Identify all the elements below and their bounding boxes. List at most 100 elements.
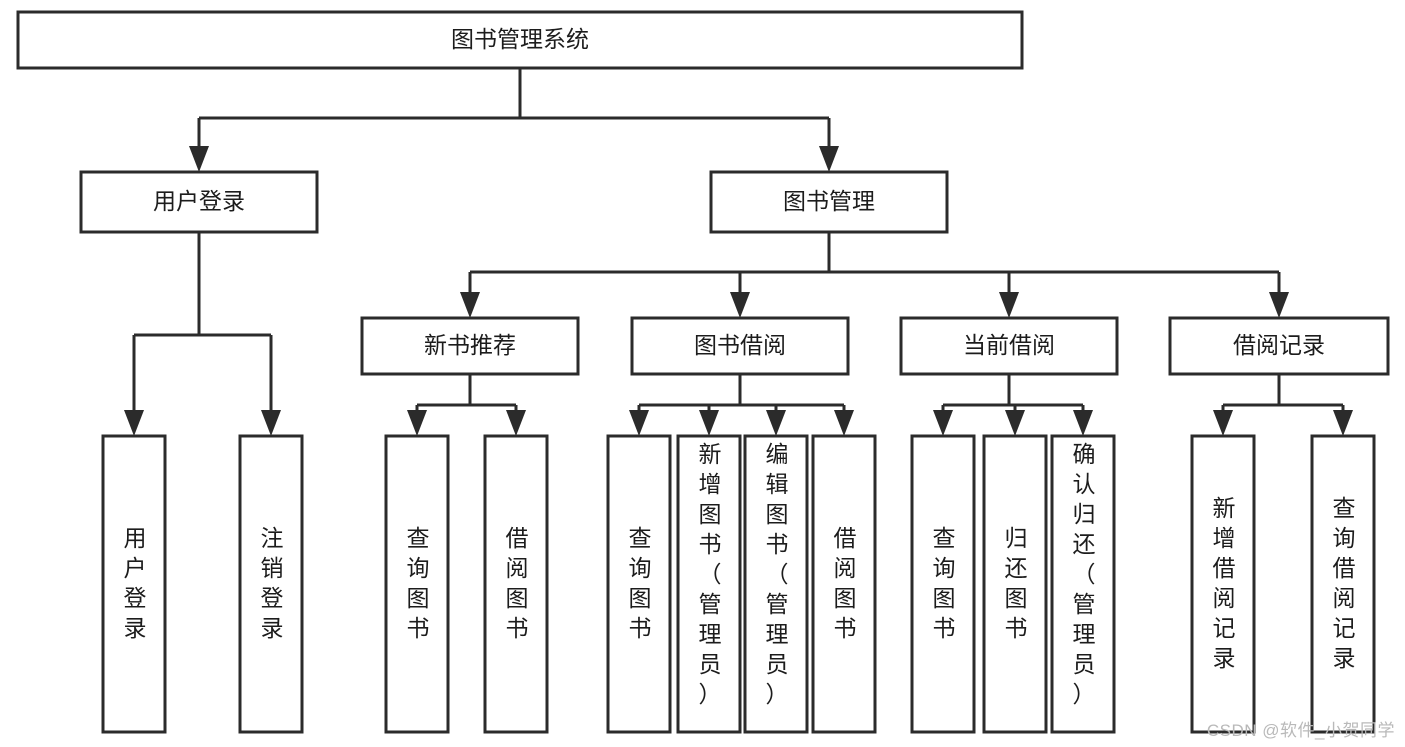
- node-label-leaf-edit-book-char-0: 编: [766, 441, 789, 467]
- book-borrow-branch-3-arrowhead: [834, 410, 854, 436]
- node-label-leaf-add-book-char-0: 新: [699, 441, 722, 467]
- node-label-root: 图书管理系统: [451, 26, 589, 52]
- node-label-leaf-confirm-return-char-8: ）: [1073, 681, 1096, 707]
- node-label-leaf-user-login-char-2: 登: [124, 585, 147, 611]
- node-label-leaf-add-borrow-record-char-4: 记: [1213, 615, 1236, 641]
- node-label-leaf-confirm-return-char-7: 员: [1073, 651, 1096, 677]
- node-box-leaf-confirm-return: [1050, 434, 1116, 734]
- current-borrow-branch-2-arrowhead: [1073, 410, 1093, 436]
- node-leaf-user-login[interactable]: 用户登录: [101, 434, 167, 734]
- node-label-leaf-query-book-current-char-2: 图: [933, 585, 956, 611]
- node-new-book-recommend[interactable]: 新书推荐: [360, 316, 580, 376]
- node-box-leaf-logout: [238, 434, 304, 734]
- node-label-leaf-query-book-current-char-3: 书: [933, 615, 956, 641]
- book-borrow-branch-0-arrowhead: [629, 410, 649, 436]
- borrow-record-branch-1-arrowhead: [1333, 410, 1353, 436]
- node-label-leaf-query-borrow-record-char-0: 查: [1333, 495, 1356, 521]
- node-label-leaf-logout-char-1: 销: [261, 555, 284, 581]
- node-label-leaf-add-borrow-record-char-3: 阅: [1213, 585, 1236, 611]
- node-label-leaf-return-book-char-3: 书: [1005, 615, 1028, 641]
- node-label-leaf-confirm-return-char-0: 确: [1073, 441, 1096, 467]
- node-label-user-login: 用户登录: [153, 188, 245, 214]
- node-current-borrow[interactable]: 当前借阅: [899, 316, 1119, 376]
- node-book-borrow[interactable]: 图书借阅: [630, 316, 850, 376]
- book-manage-branch-2-arrowhead: [999, 292, 1019, 318]
- node-book-manage[interactable]: 图书管理: [709, 170, 949, 234]
- node-label-leaf-confirm-return-char-4: （: [1073, 561, 1096, 587]
- node-label-leaf-query-book-recommend-char-3: 书: [407, 615, 430, 641]
- node-label-leaf-query-borrow-record-char-3: 阅: [1333, 585, 1356, 611]
- node-label-leaf-add-borrow-record-char-5: 录: [1213, 645, 1236, 671]
- node-label-leaf-user-login-char-1: 户: [124, 555, 147, 581]
- current-borrow-branch-1-arrowhead: [1005, 410, 1025, 436]
- node-label-leaf-logout-char-3: 录: [261, 615, 284, 641]
- book-manage-branch-0-arrowhead: [460, 292, 480, 318]
- node-label-leaf-borrow-book-recommend-char-3: 书: [506, 615, 529, 641]
- node-label-leaf-user-login-char-0: 用: [124, 525, 147, 551]
- node-box-book-borrow: [630, 316, 850, 376]
- node-label-leaf-query-book-recommend-char-1: 询: [407, 555, 430, 581]
- node-label-leaf-confirm-return-char-6: 理: [1073, 621, 1096, 647]
- node-box-user-login: [79, 170, 319, 234]
- node-root[interactable]: 图书管理系统: [16, 10, 1024, 70]
- node-label-leaf-add-book-char-6: 理: [699, 621, 722, 647]
- root-branch-0-arrowhead: [189, 146, 209, 172]
- node-label-leaf-return-book-char-0: 归: [1005, 525, 1028, 551]
- node-label-leaf-add-book-char-5: 管: [699, 591, 722, 617]
- node-user-login[interactable]: 用户登录: [79, 170, 319, 234]
- node-label-leaf-logout-char-2: 登: [261, 585, 284, 611]
- node-label-leaf-add-borrow-record-char-0: 新: [1213, 495, 1236, 521]
- node-label-leaf-query-borrow-record-char-1: 询: [1333, 525, 1356, 551]
- node-label-leaf-user-login-char-3: 录: [124, 615, 147, 641]
- node-label-leaf-borrow-book-recommend-char-2: 图: [506, 585, 529, 611]
- node-label-leaf-add-borrow-record-char-2: 借: [1213, 555, 1236, 581]
- node-label-leaf-edit-book-char-8: ）: [766, 681, 789, 707]
- node-label-leaf-add-book-char-7: 员: [699, 651, 722, 677]
- node-label-leaf-query-borrow-record-char-5: 录: [1333, 645, 1356, 671]
- node-box-leaf-edit-book: [743, 434, 809, 734]
- node-label-leaf-query-borrow-record-char-2: 借: [1333, 555, 1356, 581]
- node-box-leaf-borrow-book: [811, 434, 877, 734]
- node-label-new-book-recommend: 新书推荐: [424, 332, 516, 358]
- node-borrow-record[interactable]: 借阅记录: [1168, 316, 1390, 376]
- book-manage-branch-3-arrowhead: [1269, 292, 1289, 318]
- user-login-branch-0-arrowhead: [124, 410, 144, 436]
- node-label-leaf-borrow-book-recommend-char-1: 阅: [506, 555, 529, 581]
- node-label-leaf-borrow-book-char-3: 书: [834, 615, 857, 641]
- book-borrow-branch-2-arrowhead: [766, 410, 786, 436]
- node-label-leaf-borrow-book-char-2: 图: [834, 585, 857, 611]
- node-box-leaf-add-book: [676, 434, 742, 734]
- node-label-leaf-edit-book-char-7: 员: [766, 651, 789, 677]
- node-box-leaf-borrow-book-recommend: [483, 434, 549, 734]
- node-box-leaf-user-login: [101, 434, 167, 734]
- node-label-leaf-add-book-char-8: ）: [699, 681, 722, 707]
- node-label-leaf-edit-book-char-5: 管: [766, 591, 789, 617]
- node-label-leaf-query-book-borrow-char-3: 书: [629, 615, 652, 641]
- node-label-leaf-borrow-book-char-0: 借: [834, 525, 857, 551]
- current-borrow-branch-0-arrowhead: [933, 410, 953, 436]
- node-label-borrow-record: 借阅记录: [1233, 332, 1325, 358]
- node-box-book-manage: [709, 170, 949, 234]
- node-label-leaf-edit-book-char-4: （: [766, 561, 789, 587]
- node-box-leaf-query-book-borrow: [606, 434, 672, 734]
- node-label-leaf-query-book-borrow-char-0: 查: [629, 525, 652, 551]
- node-label-leaf-query-book-recommend-char-2: 图: [407, 585, 430, 611]
- node-box-borrow-record: [1168, 316, 1390, 376]
- borrow-record-branch-0-arrowhead: [1213, 410, 1233, 436]
- node-box-leaf-query-book-current: [910, 434, 976, 734]
- node-box-current-borrow: [899, 316, 1119, 376]
